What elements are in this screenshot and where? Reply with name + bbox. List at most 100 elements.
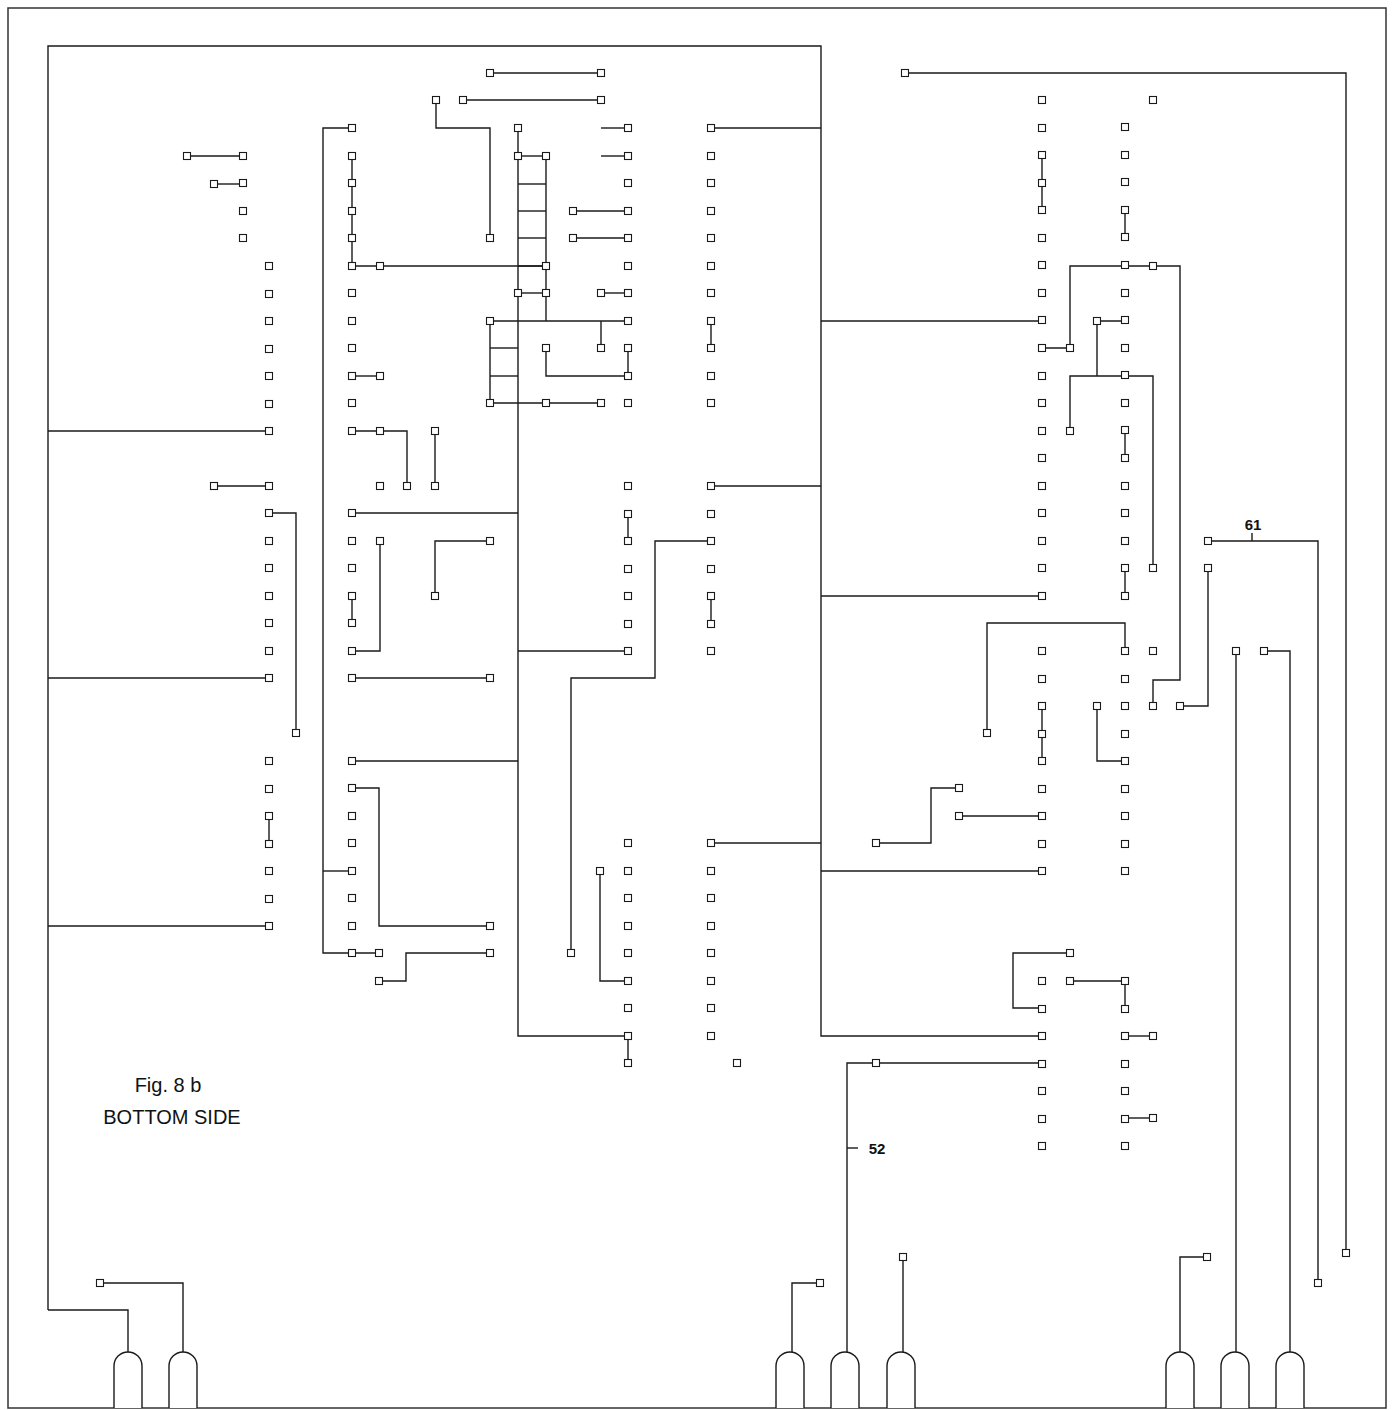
copper-trace (1042, 266, 1180, 706)
edge-connector-finger (1166, 1352, 1194, 1408)
copper-trace (490, 375, 518, 376)
solder-pad (708, 1005, 715, 1012)
solder-pad (1205, 565, 1212, 572)
solder-pad (1177, 703, 1184, 710)
solder-pad (625, 1033, 632, 1040)
solder-pad (625, 263, 632, 270)
solder-pad (900, 1254, 907, 1261)
solder-pad (708, 868, 715, 875)
solder-pad (1039, 510, 1046, 517)
solder-pad (708, 153, 715, 160)
copper-trace (518, 155, 546, 156)
solder-pad (708, 895, 715, 902)
solder-pad (515, 290, 522, 297)
solder-pad (1122, 510, 1129, 517)
solder-pad (708, 318, 715, 325)
copper-trace (490, 320, 628, 321)
solder-pad (625, 235, 632, 242)
solder-pad (956, 813, 963, 820)
solder-pad (708, 950, 715, 957)
solder-pad (266, 346, 273, 353)
solder-pad (708, 648, 715, 655)
solder-pad (240, 180, 247, 187)
copper-trace (573, 237, 628, 238)
solder-pad (1122, 455, 1129, 462)
solder-pad (1150, 1033, 1157, 1040)
solder-pad (1039, 125, 1046, 132)
copper-trace (1013, 953, 1070, 1008)
copper-trace (490, 72, 601, 73)
solder-pad (1122, 648, 1129, 655)
solder-pad (1122, 1088, 1129, 1095)
solder-pad (1343, 1250, 1350, 1257)
solder-pad (1122, 868, 1129, 875)
solder-pad (708, 263, 715, 270)
solder-pad (266, 401, 273, 408)
copper-trace (48, 925, 269, 926)
solder-pad (625, 345, 632, 352)
solder-pad (1233, 648, 1240, 655)
solder-pad (240, 153, 247, 160)
solder-pad (1067, 345, 1074, 352)
copper-trace (352, 431, 407, 486)
copper-trace (323, 128, 379, 953)
copper-trace (1097, 321, 1125, 376)
solder-pad (1039, 731, 1046, 738)
copper-trace (518, 265, 546, 266)
solder-pad (625, 483, 632, 490)
solder-pad (349, 428, 356, 435)
copper-trace (1124, 568, 1125, 596)
solder-pad (625, 895, 632, 902)
solder-pad (708, 566, 715, 573)
copper-trace (518, 128, 628, 1063)
solder-pad (1039, 648, 1046, 655)
copper-trace (573, 210, 628, 211)
solder-pad (1039, 400, 1046, 407)
solder-pad (349, 180, 356, 187)
solder-pad (349, 923, 356, 930)
edge-connector-finger (776, 1352, 804, 1408)
solder-pad (1122, 345, 1129, 352)
solder-pad (1039, 676, 1046, 683)
copper-trace (187, 155, 243, 156)
copper-trace (876, 788, 959, 843)
solder-pad (266, 263, 273, 270)
solder-pad (432, 593, 439, 600)
solder-pad (708, 923, 715, 930)
copper-trace (847, 1063, 1042, 1352)
solder-pad (708, 208, 715, 215)
copper-trace (571, 541, 711, 953)
solder-pad (266, 538, 273, 545)
copper-trace (1264, 651, 1290, 1352)
solder-pad (708, 978, 715, 985)
copper-trace (435, 541, 490, 596)
solder-pad (515, 125, 522, 132)
solder-pad (1039, 813, 1046, 820)
solder-pad (432, 483, 439, 490)
solder-pad (1039, 262, 1046, 269)
solder-pad (487, 318, 494, 325)
solder-pad (1122, 262, 1129, 269)
edge-connector-finger (1221, 1352, 1249, 1408)
solder-pad (349, 318, 356, 325)
solder-pad (349, 263, 356, 270)
solder-pad (404, 483, 411, 490)
solder-pad (598, 345, 605, 352)
solder-pad (597, 868, 604, 875)
copper-trace (1097, 706, 1125, 761)
copper-trace (352, 677, 490, 678)
solder-pad (1039, 593, 1046, 600)
solder-pad (1122, 565, 1129, 572)
solder-pad (266, 896, 273, 903)
solder-pad (708, 483, 715, 490)
solder-pad (1150, 565, 1157, 572)
edge-connector-finger (887, 1352, 915, 1408)
solder-pad (266, 510, 273, 517)
solder-pad (1039, 1061, 1046, 1068)
solder-pad (266, 675, 273, 682)
solder-pad (1122, 676, 1129, 683)
solder-pad (293, 730, 300, 737)
solder-pad (543, 263, 550, 270)
solder-pad (708, 345, 715, 352)
